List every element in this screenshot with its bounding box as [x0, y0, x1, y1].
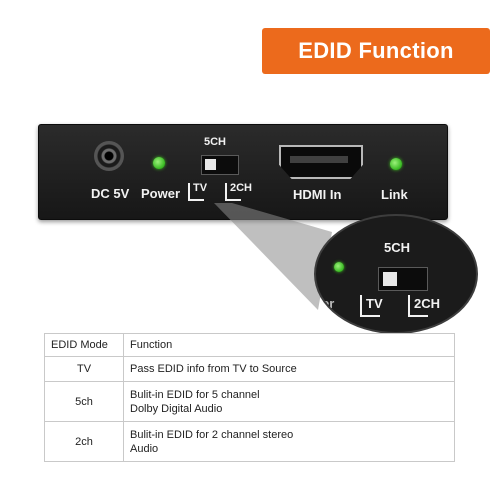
switch-tv-label: TV: [193, 182, 208, 194]
row-function-line1: Pass EDID info from TV to Source: [130, 363, 297, 375]
power-label: Power: [141, 186, 181, 201]
page-title: EDID Function: [298, 38, 454, 63]
header-edid-mode: EDID Mode: [44, 333, 124, 357]
zoom-edge-label: er: [322, 296, 335, 311]
row-function: Bulit-in EDID for 5 channel Dolby Digita…: [123, 381, 455, 422]
zoom-switch-icon: [378, 267, 428, 291]
row-function: Bulit-in EDID for 2 channel stereo Audio: [123, 421, 455, 462]
device-front-panel: [38, 124, 448, 220]
edid-table: EDID Mode Function TV Pass EDID info fro…: [44, 333, 455, 462]
header-function: Function: [123, 333, 455, 357]
table-row: TV Pass EDID info from TV to Source: [44, 356, 455, 382]
row-function-line2: Dolby Digital Audio: [130, 402, 223, 415]
link-led-icon: [390, 158, 402, 170]
link-label: Link: [381, 187, 408, 202]
tv-bracket: [188, 183, 204, 201]
hdmi-label: HDMI In: [293, 187, 342, 202]
row-function: Pass EDID info from TV to Source: [123, 356, 455, 382]
row-function-line1: Bulit-in EDID for 5 channel: [130, 388, 260, 401]
switch-5ch-label: 5CH: [204, 136, 227, 148]
hdmi-port-icon: [279, 145, 363, 179]
table-header-row: EDID Mode Function: [44, 333, 455, 357]
zoom-callout: 5CH TV 2CH er: [314, 214, 478, 334]
row-function-line1: Bulit-in EDID for 2 channel stereo: [130, 428, 294, 441]
zoom-tv-label: TV: [366, 296, 383, 311]
row-mode: 2ch: [44, 421, 124, 462]
slide-switch-icon: [201, 155, 239, 175]
power-led-icon: [153, 157, 165, 169]
row-function-line2: Audio: [130, 442, 159, 455]
dc-label: DC 5V: [91, 186, 130, 201]
2ch-bracket: [225, 183, 241, 201]
zoom-5ch-label: 5CH: [384, 240, 411, 255]
table-row: 2ch Bulit-in EDID for 2 channel stereo A…: [44, 421, 455, 462]
title-banner: EDID Function: [262, 28, 490, 74]
zoom-2ch-label: 2CH: [414, 296, 441, 311]
row-mode: 5ch: [44, 381, 124, 422]
zoom-tv-bracket: [360, 295, 380, 317]
row-mode: TV: [44, 356, 124, 382]
table-row: 5ch Bulit-in EDID for 5 channel Dolby Di…: [44, 381, 455, 422]
switch-2ch-label: 2CH: [230, 182, 253, 194]
dc-jack-icon: [94, 141, 124, 171]
zoom-led-icon: [334, 262, 344, 272]
zoom-2ch-bracket: [408, 295, 428, 317]
